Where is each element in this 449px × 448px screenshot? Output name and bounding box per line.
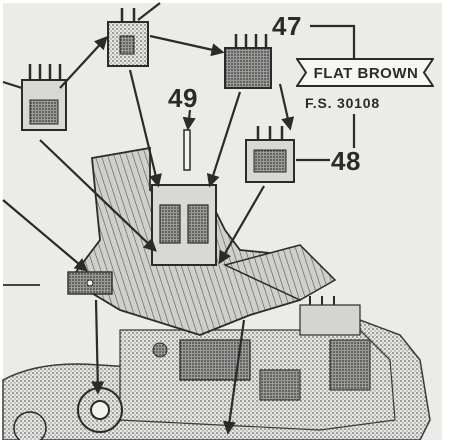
part-49-connector-block: [151, 129, 217, 266]
banner-color-name: FLAT BROWN: [313, 65, 419, 82]
callout-47: 47: [272, 11, 302, 41]
callout-49: 49: [168, 83, 198, 113]
color-banner: FLAT BROWN: [296, 58, 434, 87]
federal-standard-code: F.S. 30108: [305, 95, 380, 111]
left-connector: [21, 64, 67, 131]
leader-arrows: [2, 2, 356, 435]
callout-48: 48: [331, 146, 361, 176]
part-48-connector: [245, 126, 295, 183]
banner-shape: [296, 58, 434, 87]
part-47-connector: [224, 34, 272, 89]
top-connector: [107, 8, 149, 67]
base-chassis: [2, 284, 431, 445]
